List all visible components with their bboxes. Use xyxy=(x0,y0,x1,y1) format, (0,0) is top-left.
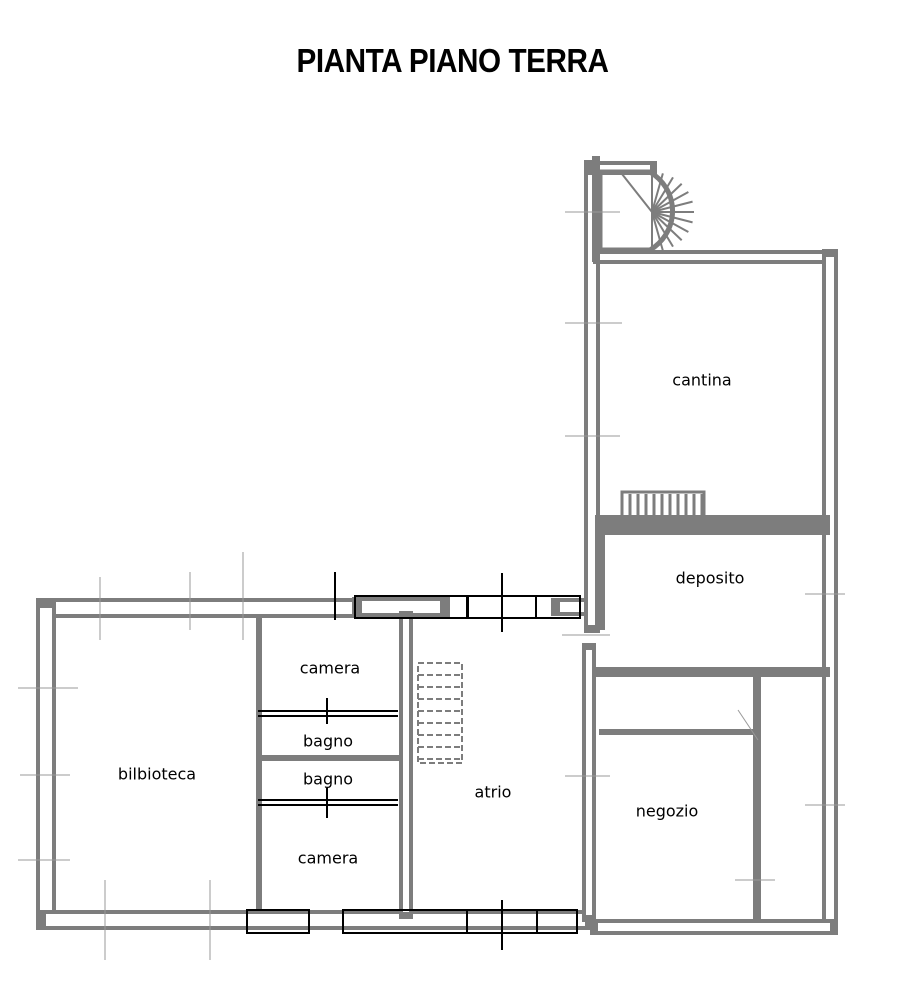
details xyxy=(18,169,845,960)
room-label-cantina: cantina xyxy=(672,370,732,390)
stair-step xyxy=(621,173,653,213)
window-frame xyxy=(535,595,581,619)
dimension-tick xyxy=(737,709,759,741)
room-label-bilbioteca: bilbioteca xyxy=(117,764,197,784)
spiral-stair-outline xyxy=(597,169,675,253)
stair-step xyxy=(651,211,683,242)
room-label-atrio: atrio xyxy=(474,782,512,802)
room-label-bagno-top: bagno xyxy=(302,731,354,751)
room-label-deposito: deposito xyxy=(675,568,745,588)
stair-step xyxy=(651,211,674,248)
stair-step xyxy=(651,211,689,233)
stair-step xyxy=(651,173,664,213)
plan-title: PIANTA PIANO TERRA xyxy=(296,42,609,79)
stair-step xyxy=(651,191,689,213)
room-label-negozio: negozio xyxy=(635,801,699,821)
room-label-camera-top: camera xyxy=(299,658,361,678)
stair-step xyxy=(651,200,693,213)
stair-step xyxy=(651,176,674,213)
walls xyxy=(36,156,838,935)
cantina-stair xyxy=(620,490,706,520)
stair-step xyxy=(651,211,693,224)
window-frame xyxy=(536,909,578,934)
stair-step xyxy=(651,182,683,213)
room-label-bagno-bottom: bagno xyxy=(302,769,354,789)
room-label-camera-bottom: camera xyxy=(297,848,359,868)
atrio-stair xyxy=(417,662,463,764)
window-frame xyxy=(246,909,310,934)
stair-step xyxy=(651,211,664,251)
